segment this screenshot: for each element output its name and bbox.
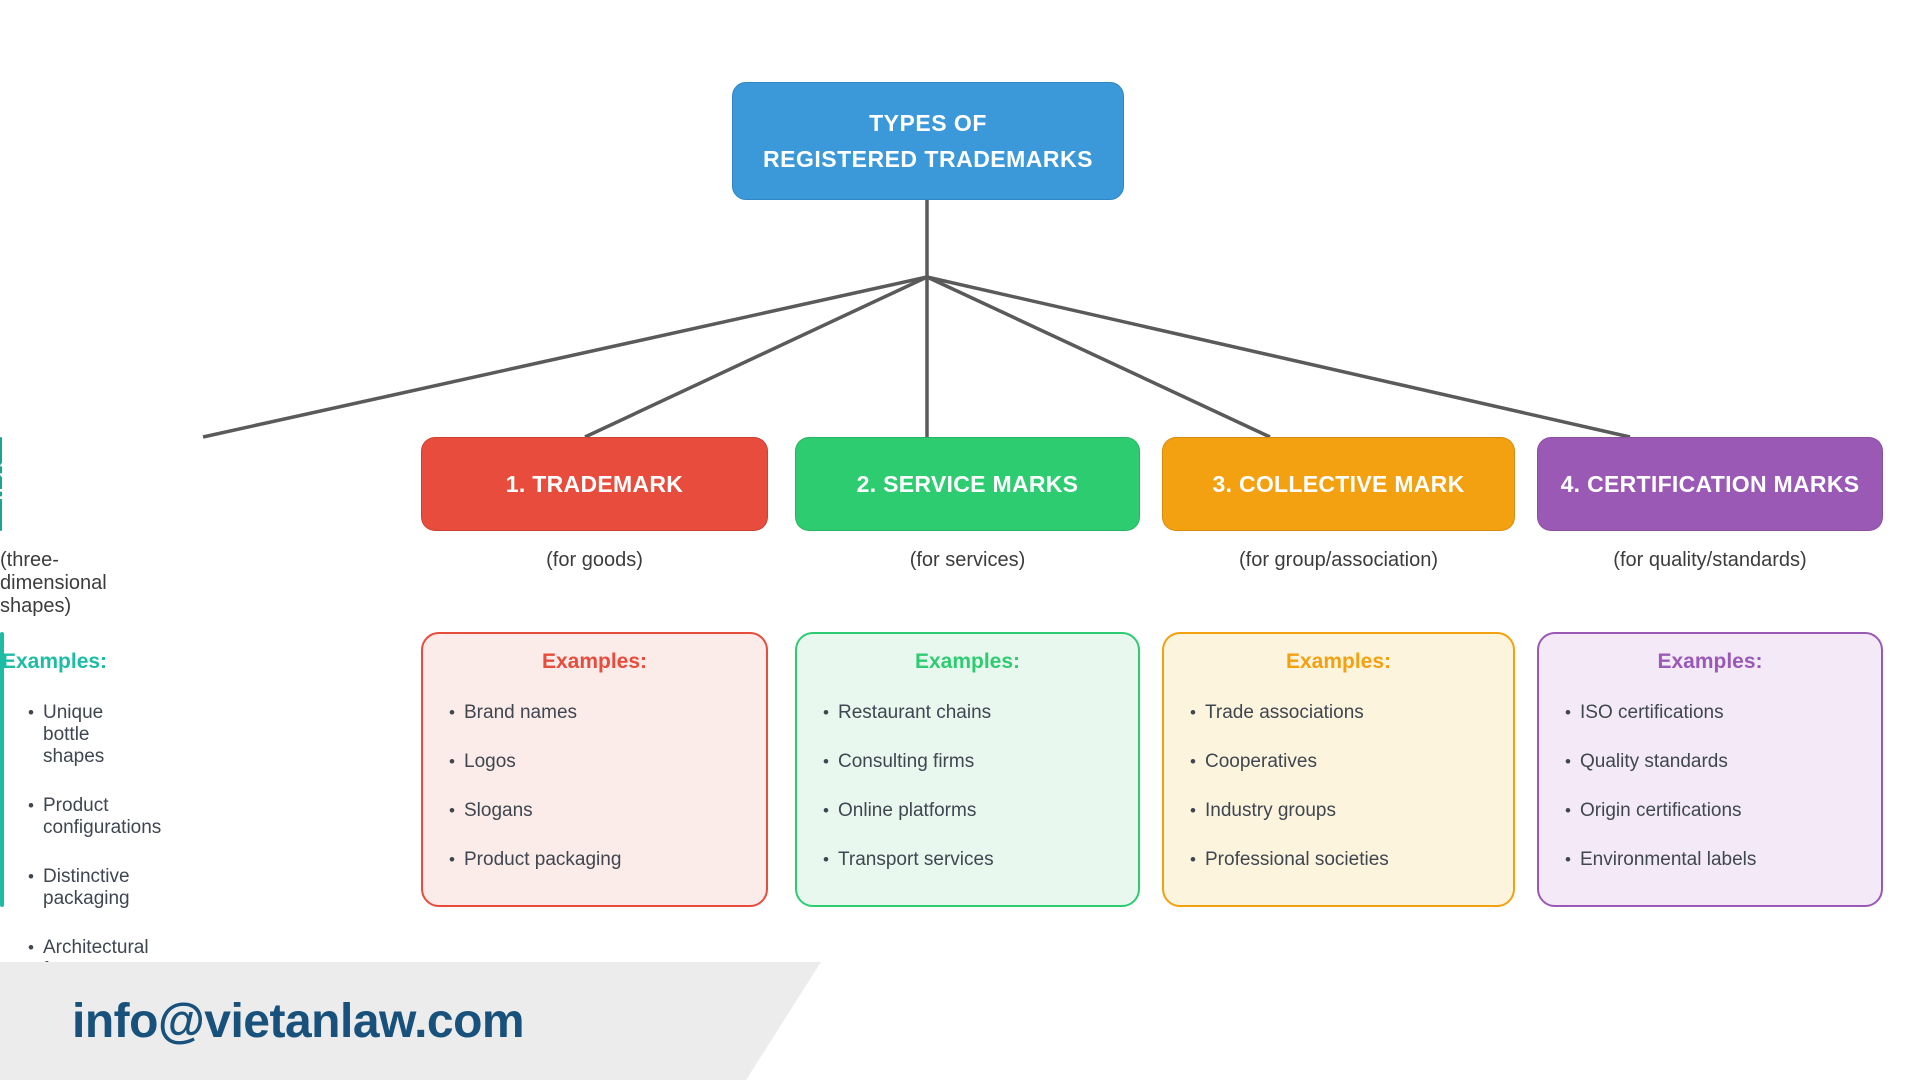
example-item: Slogans [449,800,758,822]
category-caption: (for goods) [546,549,643,571]
category-node-certification-marks: 4. CERTIFICATION MARKS [1537,437,1883,531]
category-caption: (for quality/standards) [1613,549,1807,571]
example-item: Logos [449,751,758,773]
footer-banner: info@vietanlaw.com [0,962,821,1080]
category-node-collective-mark: 3. COLLECTIVE MARK [1162,437,1515,531]
category-node-trademark: 1. TRADEMARK [421,437,768,531]
category-caption: (for services) [909,549,1026,571]
example-item: Unique bottle shapes [28,702,104,768]
examples-box-trademark: Examples: Brand names Logos Slogans Prod… [421,632,768,907]
examples-heading: Examples: [914,650,1021,673]
example-item: Product configurations [28,795,161,839]
connector-to-3d-marks [926,275,1631,439]
examples-heading: Examples: [541,650,648,673]
column-service-marks: 2. SERVICE MARKS (for services) Examples… [795,0,1140,1080]
category-label: 3. COLLECTIVE MARK [1212,470,1465,497]
root-node-title-line1: TYPES OF [869,109,987,136]
example-item: Restaurant chains [823,702,1130,724]
examples-heading: Examples: [1285,650,1392,673]
examples-list: Restaurant chains Consulting firms Onlin… [797,702,1138,871]
connector-to-certification-marks [926,275,1271,439]
connector-to-service-marks [584,275,928,439]
examples-list: ISO certifications Quality standards Ori… [1539,702,1881,871]
examples-list: Brand names Logos Slogans Product packag… [423,702,766,871]
example-item: Transport services [823,849,1130,871]
example-item: Consulting firms [823,751,1130,773]
category-label: 5. 3D MARKS [0,457,44,510]
column-trademark: 1. TRADEMARK (for goods) Examples: Brand… [421,0,768,1080]
examples-heading: Examples: [1657,650,1763,673]
category-node-3d-marks: 5. 3D MARKS [0,437,44,531]
example-item: Cooperatives [1190,751,1505,773]
footer-email-text: info@vietanlaw.com [72,994,525,1048]
example-item: Trade associations [1190,702,1505,724]
category-label: 1. TRADEMARK [505,470,684,497]
examples-list: Unique bottle shapes Product configurati… [2,702,161,981]
column-collective-mark: 3. COLLECTIVE MARK (for group/associatio… [1162,0,1515,1080]
example-item: Environmental labels [1565,849,1873,871]
connector-to-trademark [202,275,928,439]
category-caption: (for group/association) [1239,549,1438,571]
category-label: 2. SERVICE MARKS [856,470,1079,497]
examples-box-3d-marks: Examples: Unique bottle shapes Product c… [0,632,161,980]
example-item: Product packaging [449,849,758,871]
example-item: Professional societies [1190,849,1505,871]
example-item: Distinctive packaging [28,866,130,910]
examples-box-collective-mark: Examples: Trade associations Cooperative… [1162,632,1515,907]
root-node-types-of-registered-trademarks: TYPES OF REGISTERED TRADEMARKS [732,82,1124,200]
example-item: ISO certifications [1565,702,1873,724]
example-item: Quality standards [1565,751,1873,773]
examples-list: Trade associations Cooperatives Industry… [1164,702,1513,871]
category-label: 4. CERTIFICATION MARKS [1560,470,1860,497]
category-node-service-marks: 2. SERVICE MARKS [795,437,1140,531]
example-item: Origin certifications [1565,800,1873,822]
example-item: Brand names [449,702,758,724]
examples-box-service-marks: Examples: Restaurant chains Consulting f… [795,632,1140,907]
example-item: Industry groups [1190,800,1505,822]
column-certification-marks: 4. CERTIFICATION MARKS (for quality/stan… [1537,0,1883,1080]
example-item: Online platforms [823,800,1130,822]
root-node-title-line2: REGISTERED TRADEMARKS [763,145,1093,172]
examples-box-certification-marks: Examples: ISO certifications Quality sta… [1537,632,1883,907]
